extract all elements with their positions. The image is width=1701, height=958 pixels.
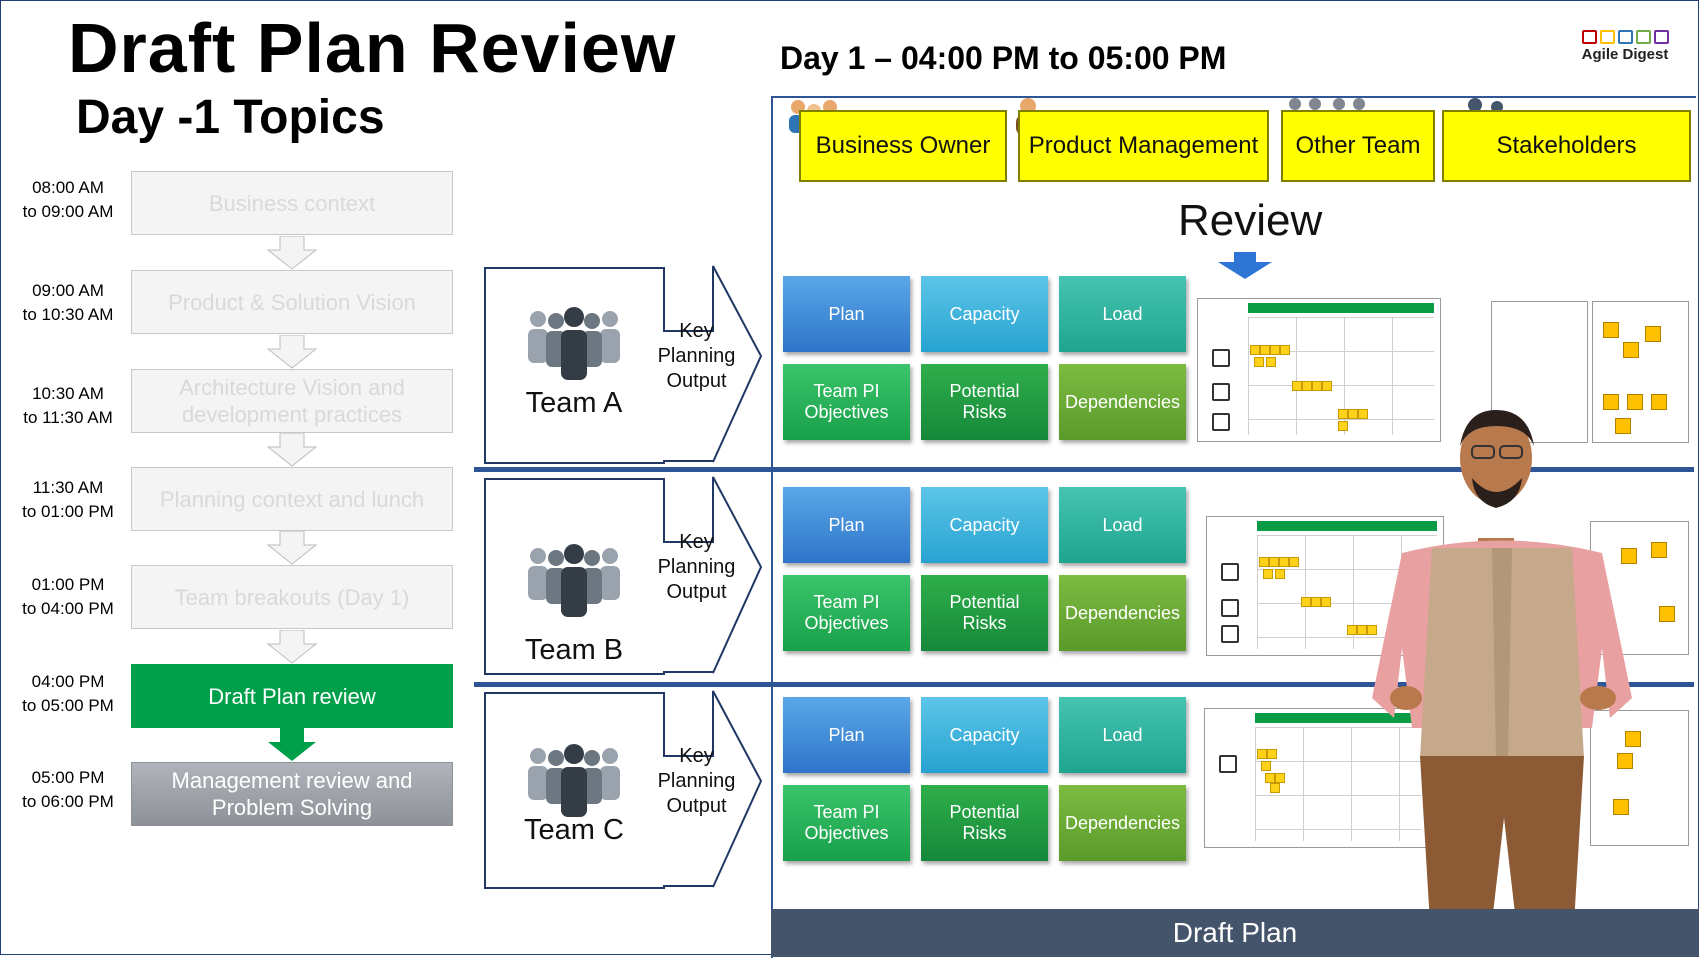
slide-title: Draft Plan Review — [68, 9, 677, 87]
tile-capacity: Capacity — [921, 487, 1048, 563]
stakeholder-other-team: Other Team — [1281, 110, 1435, 182]
team-arrow-outline — [484, 476, 763, 675]
team-plan-board-thumbnail — [1197, 298, 1441, 442]
topics-heading: Day -1 Topics — [76, 91, 385, 144]
slide-subtitle: Day 1 – 04:00 PM to 05:00 PM — [780, 40, 1227, 76]
tile-load: Load — [1059, 697, 1186, 773]
team-name: Team C — [524, 814, 624, 846]
team-arrow-outline — [484, 690, 763, 889]
tile-plan: Plan — [783, 487, 910, 563]
team-people-icon — [528, 544, 620, 617]
row-separator — [474, 682, 1694, 687]
down-arrow-icon — [266, 335, 318, 369]
team-people-icon — [528, 744, 620, 817]
timeline-step: Product & Solution Vision — [131, 270, 453, 334]
tile-load: Load — [1059, 276, 1186, 352]
timeline-step: Business context — [131, 171, 453, 235]
review-label: Review — [1178, 196, 1323, 245]
draft-plan-footer: Draft Plan — [771, 909, 1699, 957]
tile-load: Load — [1059, 487, 1186, 563]
agile-digest-logo: Agile Digest — [1570, 30, 1680, 63]
stakeholder-stakeholders: Stakeholders — [1442, 110, 1691, 182]
team-name: Team A — [525, 387, 623, 419]
down-arrow-icon-active — [268, 728, 316, 761]
review-panel — [771, 96, 1696, 958]
team-people-icon — [528, 307, 620, 380]
stakeholder-product-management: Product Management — [1018, 110, 1269, 182]
tile-dependencies: Dependencies — [1059, 785, 1186, 861]
tile-dependencies: Dependencies — [1059, 364, 1186, 440]
timeline-step: Team breakouts (Day 1) — [131, 565, 453, 629]
tile-capacity: Capacity — [921, 697, 1048, 773]
team-name: Team B — [524, 634, 624, 666]
down-arrow-icon — [266, 236, 318, 270]
review-arrow-icon — [1218, 252, 1272, 279]
timeline-step-active: Draft Plan review — [131, 664, 453, 728]
team-plan-board-thumbnail — [1204, 708, 1428, 848]
logo-boxes-icon — [1570, 30, 1680, 44]
row-separator — [474, 467, 1694, 472]
down-arrow-icon — [266, 630, 318, 664]
tile-plan: Plan — [783, 697, 910, 773]
risks-dependencies-thumbnail — [1590, 710, 1689, 846]
risks-dependencies-thumbnail — [1592, 301, 1689, 443]
timeline-step: Planning context and lunch — [131, 467, 453, 531]
tile-dependencies: Dependencies — [1059, 575, 1186, 651]
down-arrow-icon — [266, 433, 318, 467]
down-arrow-icon — [266, 531, 318, 565]
logo-text: Agile Digest — [1581, 46, 1669, 63]
tile-plan: Plan — [783, 276, 910, 352]
stakeholder-business-owner: Business Owner — [799, 110, 1007, 182]
presenter-photo — [1372, 410, 1632, 957]
tile-capacity: Capacity — [921, 276, 1048, 352]
